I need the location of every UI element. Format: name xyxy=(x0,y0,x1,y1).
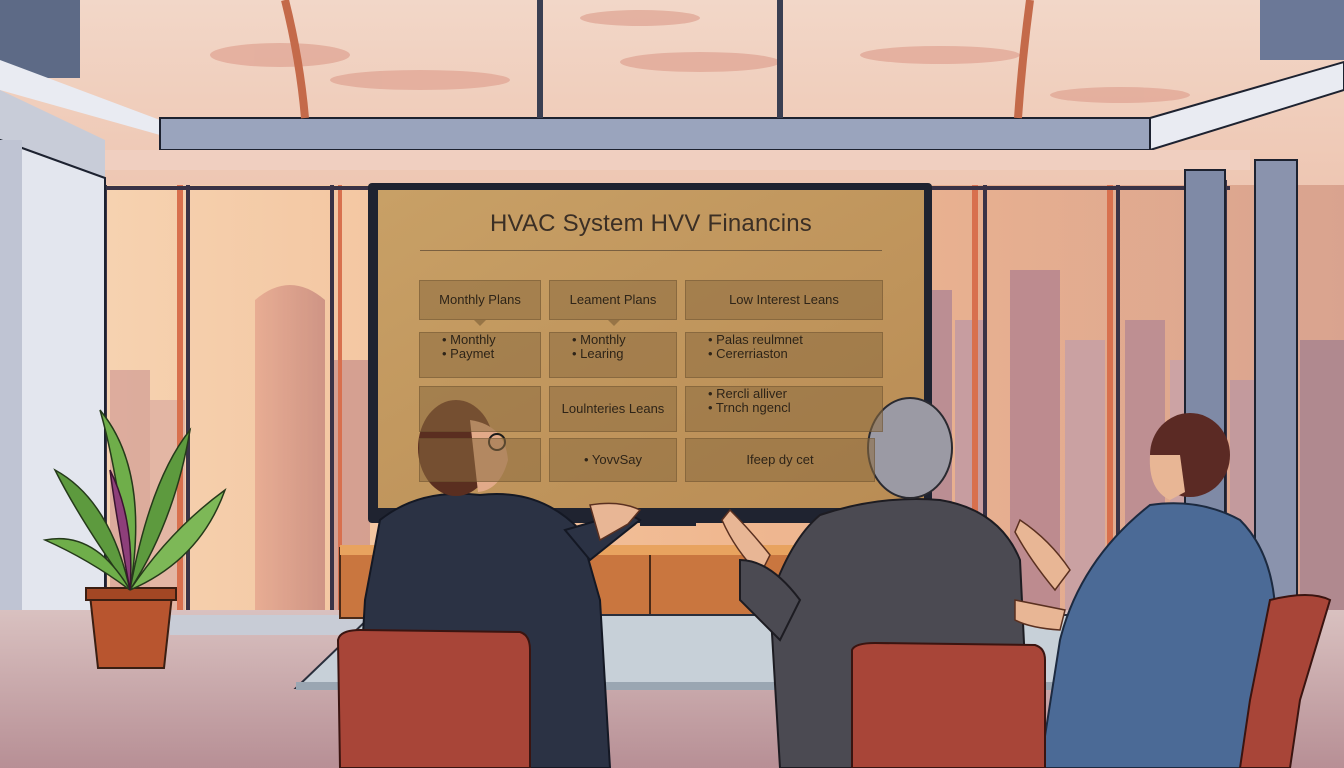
window-sill xyxy=(170,615,370,635)
cell-loulnteries-leans: Loulnteries Leans xyxy=(549,386,677,432)
chairs xyxy=(336,594,1332,768)
screen-title: HVAC System HVV Financins xyxy=(490,210,812,237)
person-middle xyxy=(721,397,1032,768)
header-pointer xyxy=(474,320,486,326)
list-item: • Trnch ngencl xyxy=(708,400,791,415)
header-low-interest-leans: Low Interest Leans xyxy=(685,280,883,320)
list-item: • Learing xyxy=(572,346,624,361)
cell-empty xyxy=(419,386,541,432)
presentation-screen: HVAC System HVV Financins Monthly Plans … xyxy=(378,190,924,508)
list-item: • Monthly xyxy=(572,332,626,347)
list-item: • Cererriaston xyxy=(708,346,788,361)
header-monthly-plans: Monthly Plans xyxy=(419,280,541,320)
cell-rercli-items: • Rercli alliver • Trnch ngencl xyxy=(685,386,883,432)
cell-yovvsay: • YovvSay xyxy=(549,438,677,482)
header-leament-plans: Leament Plans xyxy=(549,280,677,320)
cell-monthly-plans-items: • Monthly • Paymet xyxy=(419,332,541,378)
cell-ifeep: Ifeep dy cet xyxy=(685,438,875,482)
cell-leament-plans-items: • Monthly • Learing xyxy=(549,332,677,378)
header-pointer xyxy=(608,320,620,326)
ceiling-frame xyxy=(0,0,1344,178)
clouds xyxy=(210,10,1190,103)
title-divider xyxy=(420,250,882,251)
cell-low-interest-items: • Palas reulmnet • Cererriaston xyxy=(685,332,883,378)
potted-plant xyxy=(42,409,227,669)
list-item: • Monthly xyxy=(442,332,496,347)
cell-empty xyxy=(419,438,541,482)
list-item: • Rercli alliver xyxy=(708,386,787,401)
list-item: • Paymet xyxy=(442,346,495,361)
left-wall xyxy=(0,138,106,692)
list-item: • Palas reulmnet xyxy=(708,332,803,347)
